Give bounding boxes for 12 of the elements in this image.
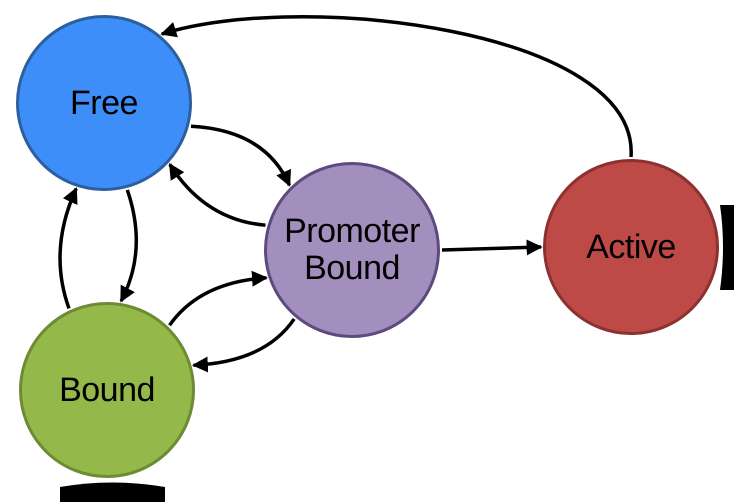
arrow bbox=[168, 163, 266, 227]
state-label: Promoter Bound bbox=[283, 213, 421, 287]
arrow bbox=[58, 187, 78, 309]
arrow bbox=[120, 189, 138, 303]
arrow bbox=[442, 239, 543, 256]
state-label: Bound bbox=[58, 372, 156, 408]
arrow bbox=[190, 124, 292, 187]
arrow bbox=[160, 15, 633, 158]
arrow bbox=[168, 271, 268, 326]
arrow bbox=[192, 318, 296, 372]
state-label: Active bbox=[585, 228, 677, 266]
state-label: Free bbox=[69, 84, 139, 122]
